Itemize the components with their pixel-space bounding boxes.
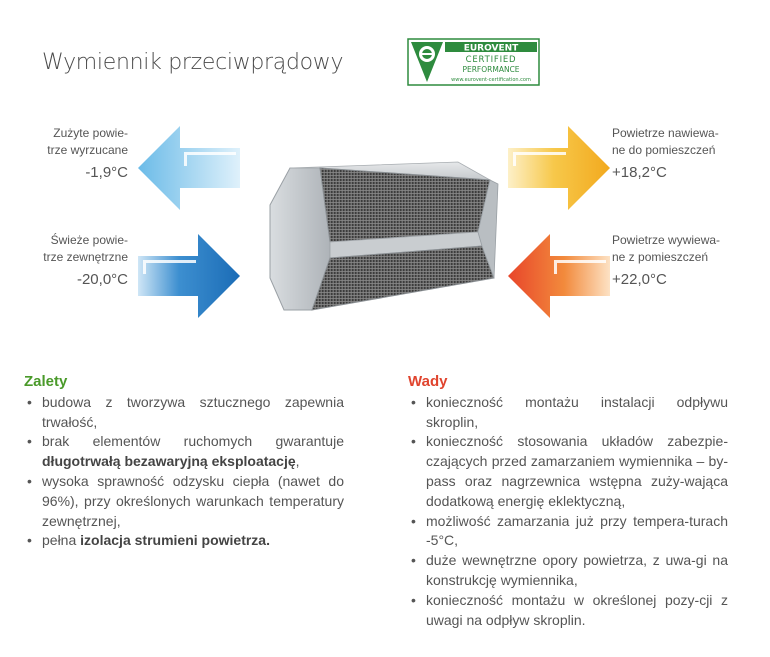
list-item: konieczność montażu w określonej pozy-cj… [408, 591, 728, 631]
supply-air-temp: +18,2°C [612, 164, 667, 181]
eurovent-certification-logo: EUROVENT CERTIFIED PERFORMANCE www.eurov… [407, 38, 540, 86]
list-item: budowa z tworzywa sztucznego zapewnia tr… [24, 393, 344, 433]
fresh-air-arrow-icon [138, 234, 240, 318]
supply-air-arrow-icon [508, 126, 610, 210]
list-item: wysoka sprawność odzysku ciepła (nawet d… [24, 472, 344, 531]
heat-exchanger-illustration [269, 161, 499, 311]
cons-list: konieczność montażu instalacji odpływu s… [408, 393, 728, 631]
page-title: Wymiennik przeciwprądowy [42, 50, 344, 75]
exhaust-arrow-icon [138, 126, 240, 210]
supply-air-label: Powietrze nawiewa- ne do pomieszczeń +18… [612, 125, 752, 181]
pros-section: Zalety budowa z tworzywa sztucznego zape… [24, 372, 344, 551]
pros-heading: Zalety [24, 373, 68, 390]
cert-line3: PERFORMANCE [462, 65, 519, 74]
list-item: duże wewnętrzne opory powietrza, z uwa-g… [408, 551, 728, 591]
cert-url: www.eurovent-certification.com [451, 77, 531, 83]
cert-line2: CERTIFIED [466, 55, 517, 65]
cons-section: Wady konieczność montażu instalacji odpł… [408, 372, 728, 630]
fresh-air-label: Świeże powie- trze zewnętrzne -20,0°C [20, 232, 128, 288]
fresh-air-temp: -20,0°C [76, 271, 128, 288]
extract-air-label: Powietrze wywiewa- ne z pomieszczeń +22,… [612, 232, 752, 288]
list-item: możliwość zamarzania już przy tempera-tu… [408, 512, 728, 552]
cert-line1: EUROVENT [464, 44, 519, 54]
cons-heading: Wady [408, 373, 448, 390]
extract-air-arrow-icon [508, 234, 610, 318]
list-item: pełna izolacja strumieni powietrza. [24, 531, 344, 551]
list-item: brak elementów ruchomych gwarantuje dług… [24, 432, 344, 472]
pros-list: budowa z tworzywa sztucznego zapewnia tr… [24, 393, 344, 551]
extract-air-temp: +22,0°C [612, 271, 667, 288]
exhaust-temp: -1,9°C [85, 164, 128, 181]
list-item: konieczność montażu instalacji odpływu s… [408, 393, 728, 433]
exhaust-label: Zużyte powie- trze wyrzucane -1,9°C [20, 125, 128, 181]
list-item: konieczność stosowania układów zabezpie-… [408, 432, 728, 511]
